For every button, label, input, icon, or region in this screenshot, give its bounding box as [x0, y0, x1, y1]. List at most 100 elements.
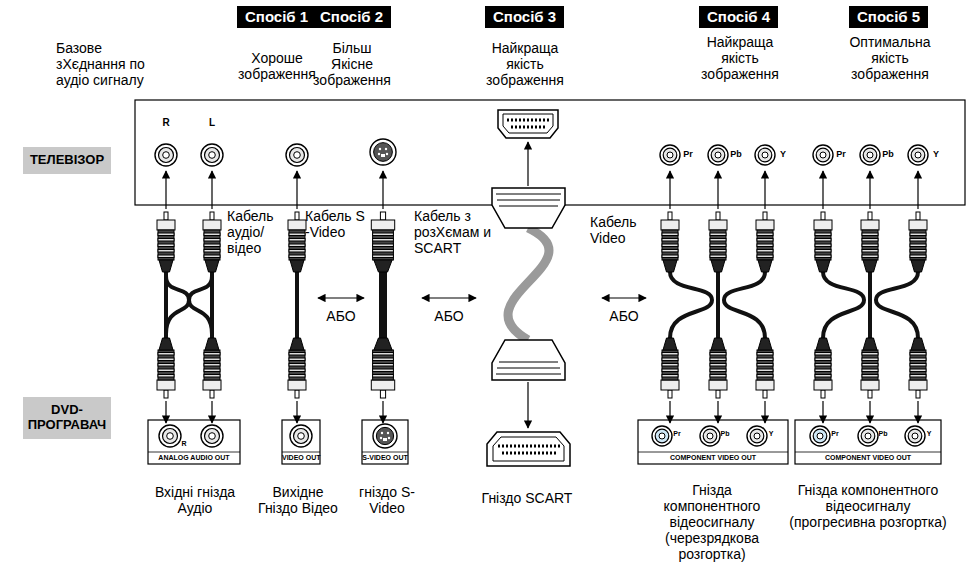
insert-arrow — [296, 171, 297, 209]
plug-pin — [164, 390, 168, 398]
jack — [163, 429, 178, 444]
plug-rib — [289, 369, 305, 372]
jack — [660, 145, 680, 165]
insert-arrow — [669, 401, 670, 423]
insert-arrow — [296, 401, 297, 423]
plug-neck — [816, 260, 830, 272]
scart-socket — [493, 437, 564, 461]
jack — [667, 152, 673, 158]
plug-rib — [158, 233, 174, 236]
jack — [201, 425, 223, 447]
plug-rib — [757, 369, 773, 372]
plug-rib — [158, 375, 174, 378]
jack — [858, 426, 878, 446]
insert-arrow — [822, 401, 823, 423]
caption-text: Кабель S -Video — [305, 208, 367, 240]
plug-collar — [661, 220, 679, 230]
cable — [716, 272, 720, 338]
plug-neck — [911, 260, 925, 272]
or-arrow — [318, 297, 364, 298]
plug-rib — [757, 233, 773, 236]
dvd-panel — [362, 420, 408, 464]
plug-rib — [373, 244, 394, 247]
connector-label: Pb — [719, 430, 731, 437]
plug-pin — [716, 390, 720, 398]
scart-socket — [487, 432, 570, 466]
connector-label: Pr — [671, 430, 683, 437]
plug-rib — [910, 364, 926, 367]
jack — [912, 433, 918, 439]
caption-text: АБО — [429, 308, 469, 324]
plugs-and-jacks — [155, 139, 928, 448]
insert-arrow — [527, 142, 528, 186]
plug-rib — [757, 353, 773, 356]
caption-text: Базове зХєднання по аудіо сигналу — [56, 40, 164, 88]
insert-arrow — [869, 401, 870, 423]
plug-rib — [862, 375, 878, 378]
plug-neck — [816, 338, 830, 350]
or-arrow — [422, 297, 476, 298]
plug-rib — [862, 255, 878, 258]
plug-rib — [815, 244, 831, 247]
plug-grip — [757, 350, 773, 380]
plug-rib — [815, 353, 831, 356]
device-label: ТЕЛЕВІЗОР — [23, 147, 111, 174]
plug-rib — [757, 239, 773, 242]
insert-arrow — [717, 401, 718, 423]
plug-collar — [861, 380, 879, 390]
plug-pin — [380, 212, 385, 220]
insert-arrow — [382, 171, 383, 209]
connector-label: Pb — [880, 150, 896, 159]
jack — [209, 152, 216, 159]
connector-label: Pr — [829, 430, 841, 437]
plug-grip — [158, 230, 174, 260]
plug-rib — [710, 364, 726, 367]
jack — [813, 429, 827, 443]
plug-rib — [373, 255, 394, 258]
plug-rib — [910, 358, 926, 361]
panel-strip — [282, 452, 320, 453]
jack — [294, 152, 301, 159]
plug-neck — [290, 338, 304, 350]
jack — [159, 425, 181, 447]
plug-neck — [911, 338, 925, 350]
plug-neck — [290, 260, 304, 272]
plug-collar — [203, 220, 221, 230]
jack — [294, 429, 309, 444]
connector-label: VIDEO OUT — [282, 454, 320, 461]
plug-rib — [757, 244, 773, 247]
s-video-pin — [385, 148, 387, 150]
scart-pins — [498, 445, 560, 448]
plug-rib — [710, 233, 726, 236]
scart-socket — [498, 110, 558, 138]
cable — [166, 272, 212, 338]
plug-grip — [910, 230, 926, 260]
jack — [860, 145, 880, 165]
plug-rib — [862, 244, 878, 247]
insert-arrow — [869, 171, 870, 209]
jack — [817, 433, 823, 439]
plug-rib — [910, 375, 926, 378]
insert-arrow — [764, 401, 765, 423]
s-video-jack — [374, 143, 393, 162]
jack — [810, 426, 830, 446]
plug-rib — [373, 369, 394, 372]
plug-rib — [757, 375, 773, 378]
insert-arrow — [917, 401, 918, 423]
plug-neck — [663, 260, 677, 272]
plug-neck — [863, 338, 877, 350]
plug-collar — [709, 220, 727, 230]
plug-rib — [158, 364, 174, 367]
jack — [915, 152, 921, 158]
s-video-pin — [387, 432, 389, 434]
plug-neck — [205, 338, 219, 350]
plug-neck — [159, 260, 173, 272]
caption-text: Вхідні гнізда Аудіо — [143, 484, 247, 516]
plug-rib — [289, 358, 305, 361]
insert-arrow — [165, 171, 166, 209]
dvd-panel — [282, 420, 320, 464]
plug-rib — [815, 364, 831, 367]
node-text: Спосіб 1 — [245, 8, 308, 26]
plug-rib — [662, 250, 678, 253]
jack — [762, 152, 768, 158]
